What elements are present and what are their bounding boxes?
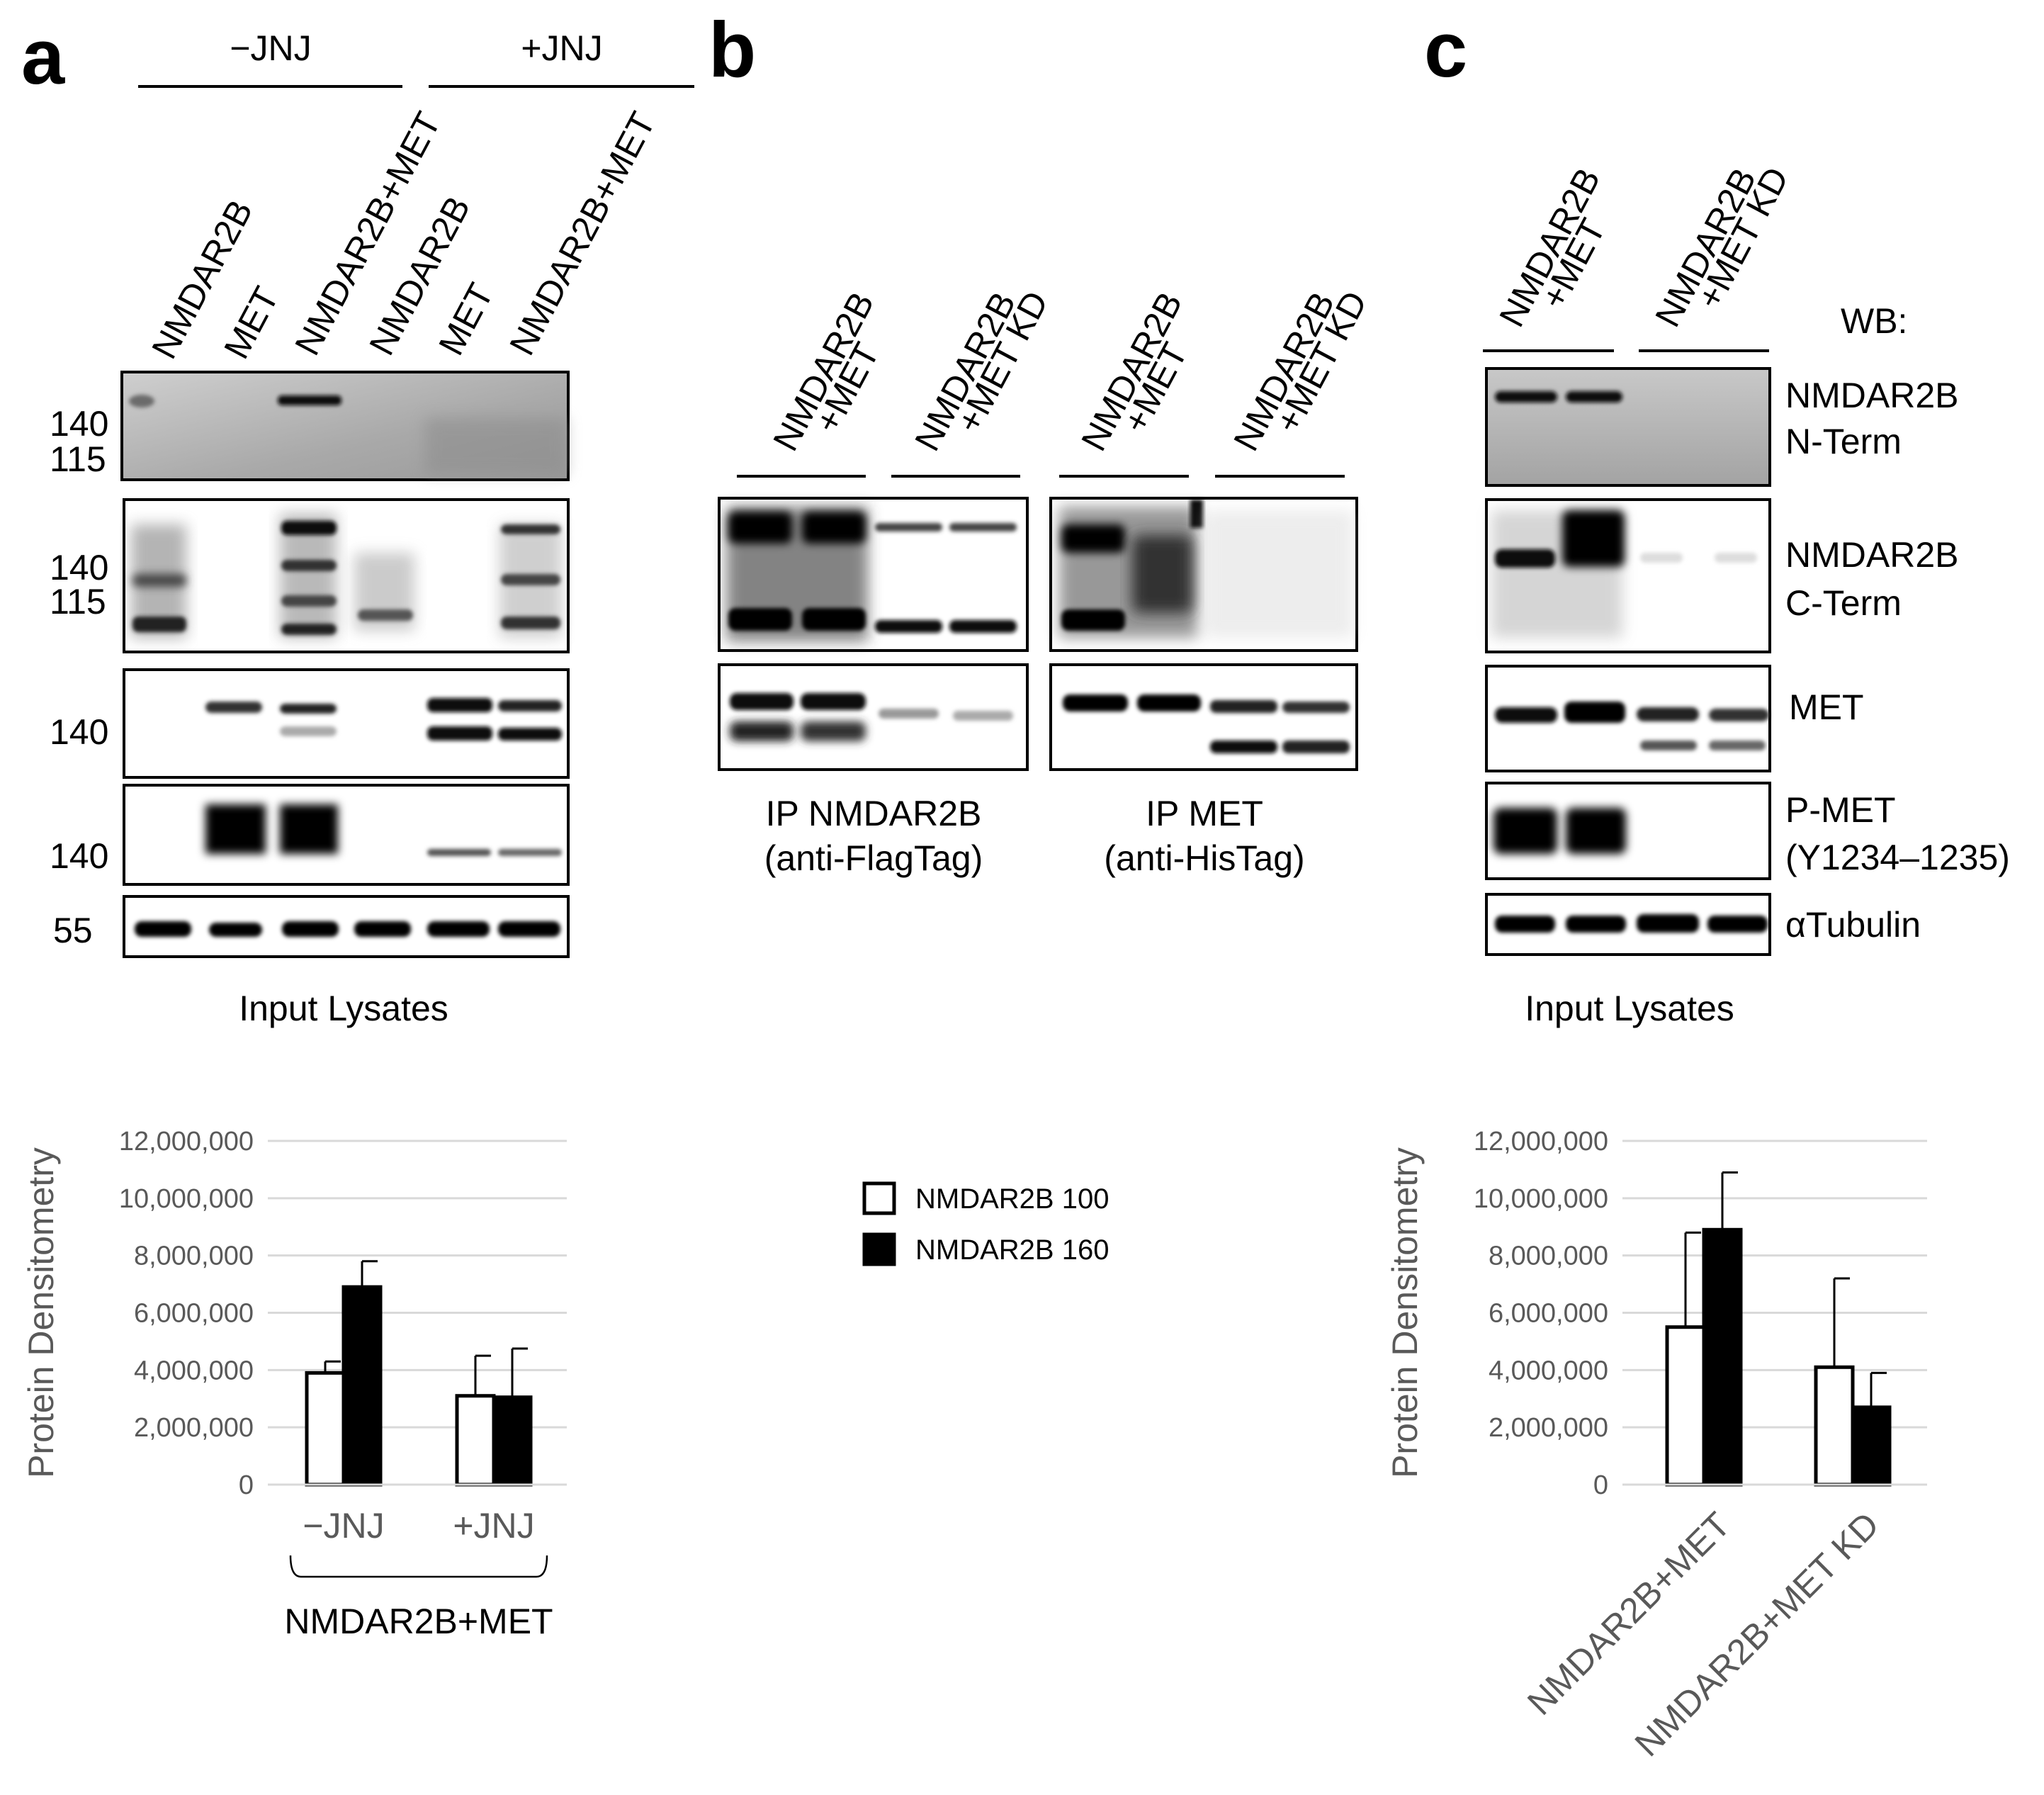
chart-a-xlabel: NMDAR2B+MET — [284, 1602, 553, 1641]
blot-c-1 — [1485, 367, 1771, 487]
chart-c-bar — [1814, 1365, 1855, 1487]
chart-c-ytick-label: 8,000,000 — [1489, 1242, 1608, 1271]
mw-a4-1: 140 — [50, 836, 108, 876]
blot-a-5 — [123, 895, 570, 958]
blot-label-c4-l2: (Y1234–1235) — [1785, 838, 2010, 877]
chart-c-ytick-label: 10,000,000 — [1474, 1184, 1608, 1214]
chart-a-ytick-label: 0 — [239, 1470, 254, 1500]
chart-c-bar — [1702, 1227, 1743, 1487]
blot-label-c5-l1: αTubulin — [1785, 905, 1921, 945]
legend-swatch-100 — [862, 1181, 896, 1215]
legend-label-160: NMDAR2B 160 — [915, 1234, 1109, 1266]
lane-label-b-3: NMDAR2B+MET — [1073, 286, 1215, 471]
mw-a5-1: 55 — [53, 911, 93, 950]
panel-b: b NMDAR2B+MET NMDAR2B+MET KD NMDAR2B+MET… — [708, 6, 1374, 878]
caption-c: Input Lysates — [1525, 989, 1734, 1028]
chart-a: 0 2,000,000 4,000,000 6,000,000 8,000,000 10,… — [21, 1127, 567, 1641]
chart-a-bar — [455, 1394, 496, 1487]
mw-a3-1: 140 — [50, 712, 108, 752]
blot-a-3 — [123, 668, 570, 779]
chart-a-bar — [305, 1371, 346, 1487]
chart-a-ytick-label: 10,000,000 — [119, 1184, 254, 1214]
chart-c-ytick-label: 2,000,000 — [1489, 1413, 1608, 1443]
blot-b-flag-1 — [718, 497, 1029, 652]
lane-label-c-1: NMDAR2B+MET — [1491, 162, 1633, 347]
blot-label-c2-l1: NMDAR2B — [1785, 535, 1958, 575]
group-label-minus-jnj: −JNJ — [230, 28, 311, 68]
blot-b-flag-2 — [718, 663, 1029, 771]
blot-c-5 — [1485, 893, 1771, 956]
lane-label-b-1: NMDAR2B+MET — [765, 286, 907, 471]
chart-c: 0 2,000,000 4,000,000 6,000,000 8,000,000 10,… — [1385, 1127, 1927, 1764]
legend-label-100: NMDAR2B 100 — [915, 1183, 1109, 1215]
mw-a1-1: 140 — [50, 404, 108, 444]
group-label-plus-jnj: +JNJ — [521, 28, 602, 68]
wb-header: WB: — [1841, 301, 1907, 341]
chart-a-ytick-label: 2,000,000 — [134, 1413, 254, 1443]
panel-a: a −JNJ +JNJ NMDAR2B MET NMDAR2B+MET NMDA… — [21, 13, 694, 1028]
lane-label-a-2: MET — [216, 281, 286, 365]
chart-c-category-label: NMDAR2B+MET KD — [1627, 1504, 1887, 1764]
chart-a-ylabel: Protein Densitometry — [21, 1147, 61, 1478]
blot-a-4 — [123, 784, 570, 886]
chart-a-ytick-label: 4,000,000 — [134, 1356, 254, 1385]
lane-label-a-6: NMDAR2B+MET — [502, 106, 662, 361]
chart-a-bar — [341, 1285, 383, 1487]
panel-c: c NMDAR2B+MET NMDAR2B+MET KD WB: — [1424, 6, 2010, 1028]
chart-a-category-label: −JNJ — [303, 1506, 384, 1546]
blot-a-2 — [123, 498, 570, 653]
caption-a: Input Lysates — [239, 989, 448, 1028]
chart-a-ytick-label: 8,000,000 — [134, 1242, 254, 1271]
chart-a-ytick-label: 12,000,000 — [119, 1127, 254, 1157]
blot-b-his-2 — [1049, 663, 1358, 771]
chart-c-ytick-label: 6,000,000 — [1489, 1299, 1608, 1329]
blot-label-c3-l1: MET — [1789, 687, 1864, 727]
caption-b-1-line2: (anti-FlagTag) — [764, 838, 983, 878]
chart-c-bar — [1665, 1325, 1706, 1487]
chart-c-ylabel: Protein Densitometry — [1385, 1147, 1425, 1478]
caption-b-2-line2: (anti-HisTag) — [1104, 838, 1304, 878]
lane-label-c-2: NMDAR2B+MET KD — [1647, 147, 1796, 347]
panel-a-letter: a — [21, 13, 65, 101]
panel-c-letter: c — [1424, 6, 1467, 94]
chart-c-ytick-label: 12,000,000 — [1474, 1127, 1608, 1157]
lane-label-b-2: NMDAR2B+MET KD — [907, 271, 1056, 471]
lane-label-a-5: MET — [431, 277, 501, 361]
blot-b-his-1 — [1049, 497, 1358, 652]
legend: NMDAR2B 100 NMDAR2B 160 — [862, 1181, 1109, 1266]
mw-a2-1: 140 — [50, 548, 108, 587]
legend-swatch-160 — [862, 1232, 896, 1266]
panel-b-letter: b — [708, 6, 756, 94]
blot-label-c1-l1: NMDAR2B — [1785, 376, 1958, 415]
blot-label-c1-l2: N-Term — [1785, 422, 1902, 461]
mw-a1-2: 115 — [50, 439, 106, 479]
blot-label-c2-l2: C-Term — [1785, 583, 1902, 623]
lane-label-b-4: NMDAR2B+MET KD — [1226, 271, 1374, 471]
blot-label-c4-l1: P-MET — [1785, 790, 1896, 830]
mw-a2-2: 115 — [50, 582, 106, 621]
chart-c-bar — [1851, 1405, 1892, 1487]
chart-c-ytick-label: 0 — [1593, 1470, 1608, 1500]
caption-b-2-line1: IP MET — [1146, 794, 1263, 833]
caption-b-1-line1: IP NMDAR2B — [766, 794, 982, 833]
blot-a-1 — [120, 371, 570, 481]
chart-c-ytick-label: 4,000,000 — [1489, 1356, 1608, 1385]
blot-c-3 — [1485, 665, 1771, 772]
blot-c-2 — [1485, 498, 1771, 653]
chart-a-ytick-label: 6,000,000 — [134, 1299, 254, 1329]
chart-a-xlabel-bracket — [289, 1555, 548, 1578]
chart-a-category-label: +JNJ — [453, 1506, 534, 1546]
blot-c-4 — [1485, 782, 1771, 880]
chart-a-bar — [492, 1395, 533, 1487]
